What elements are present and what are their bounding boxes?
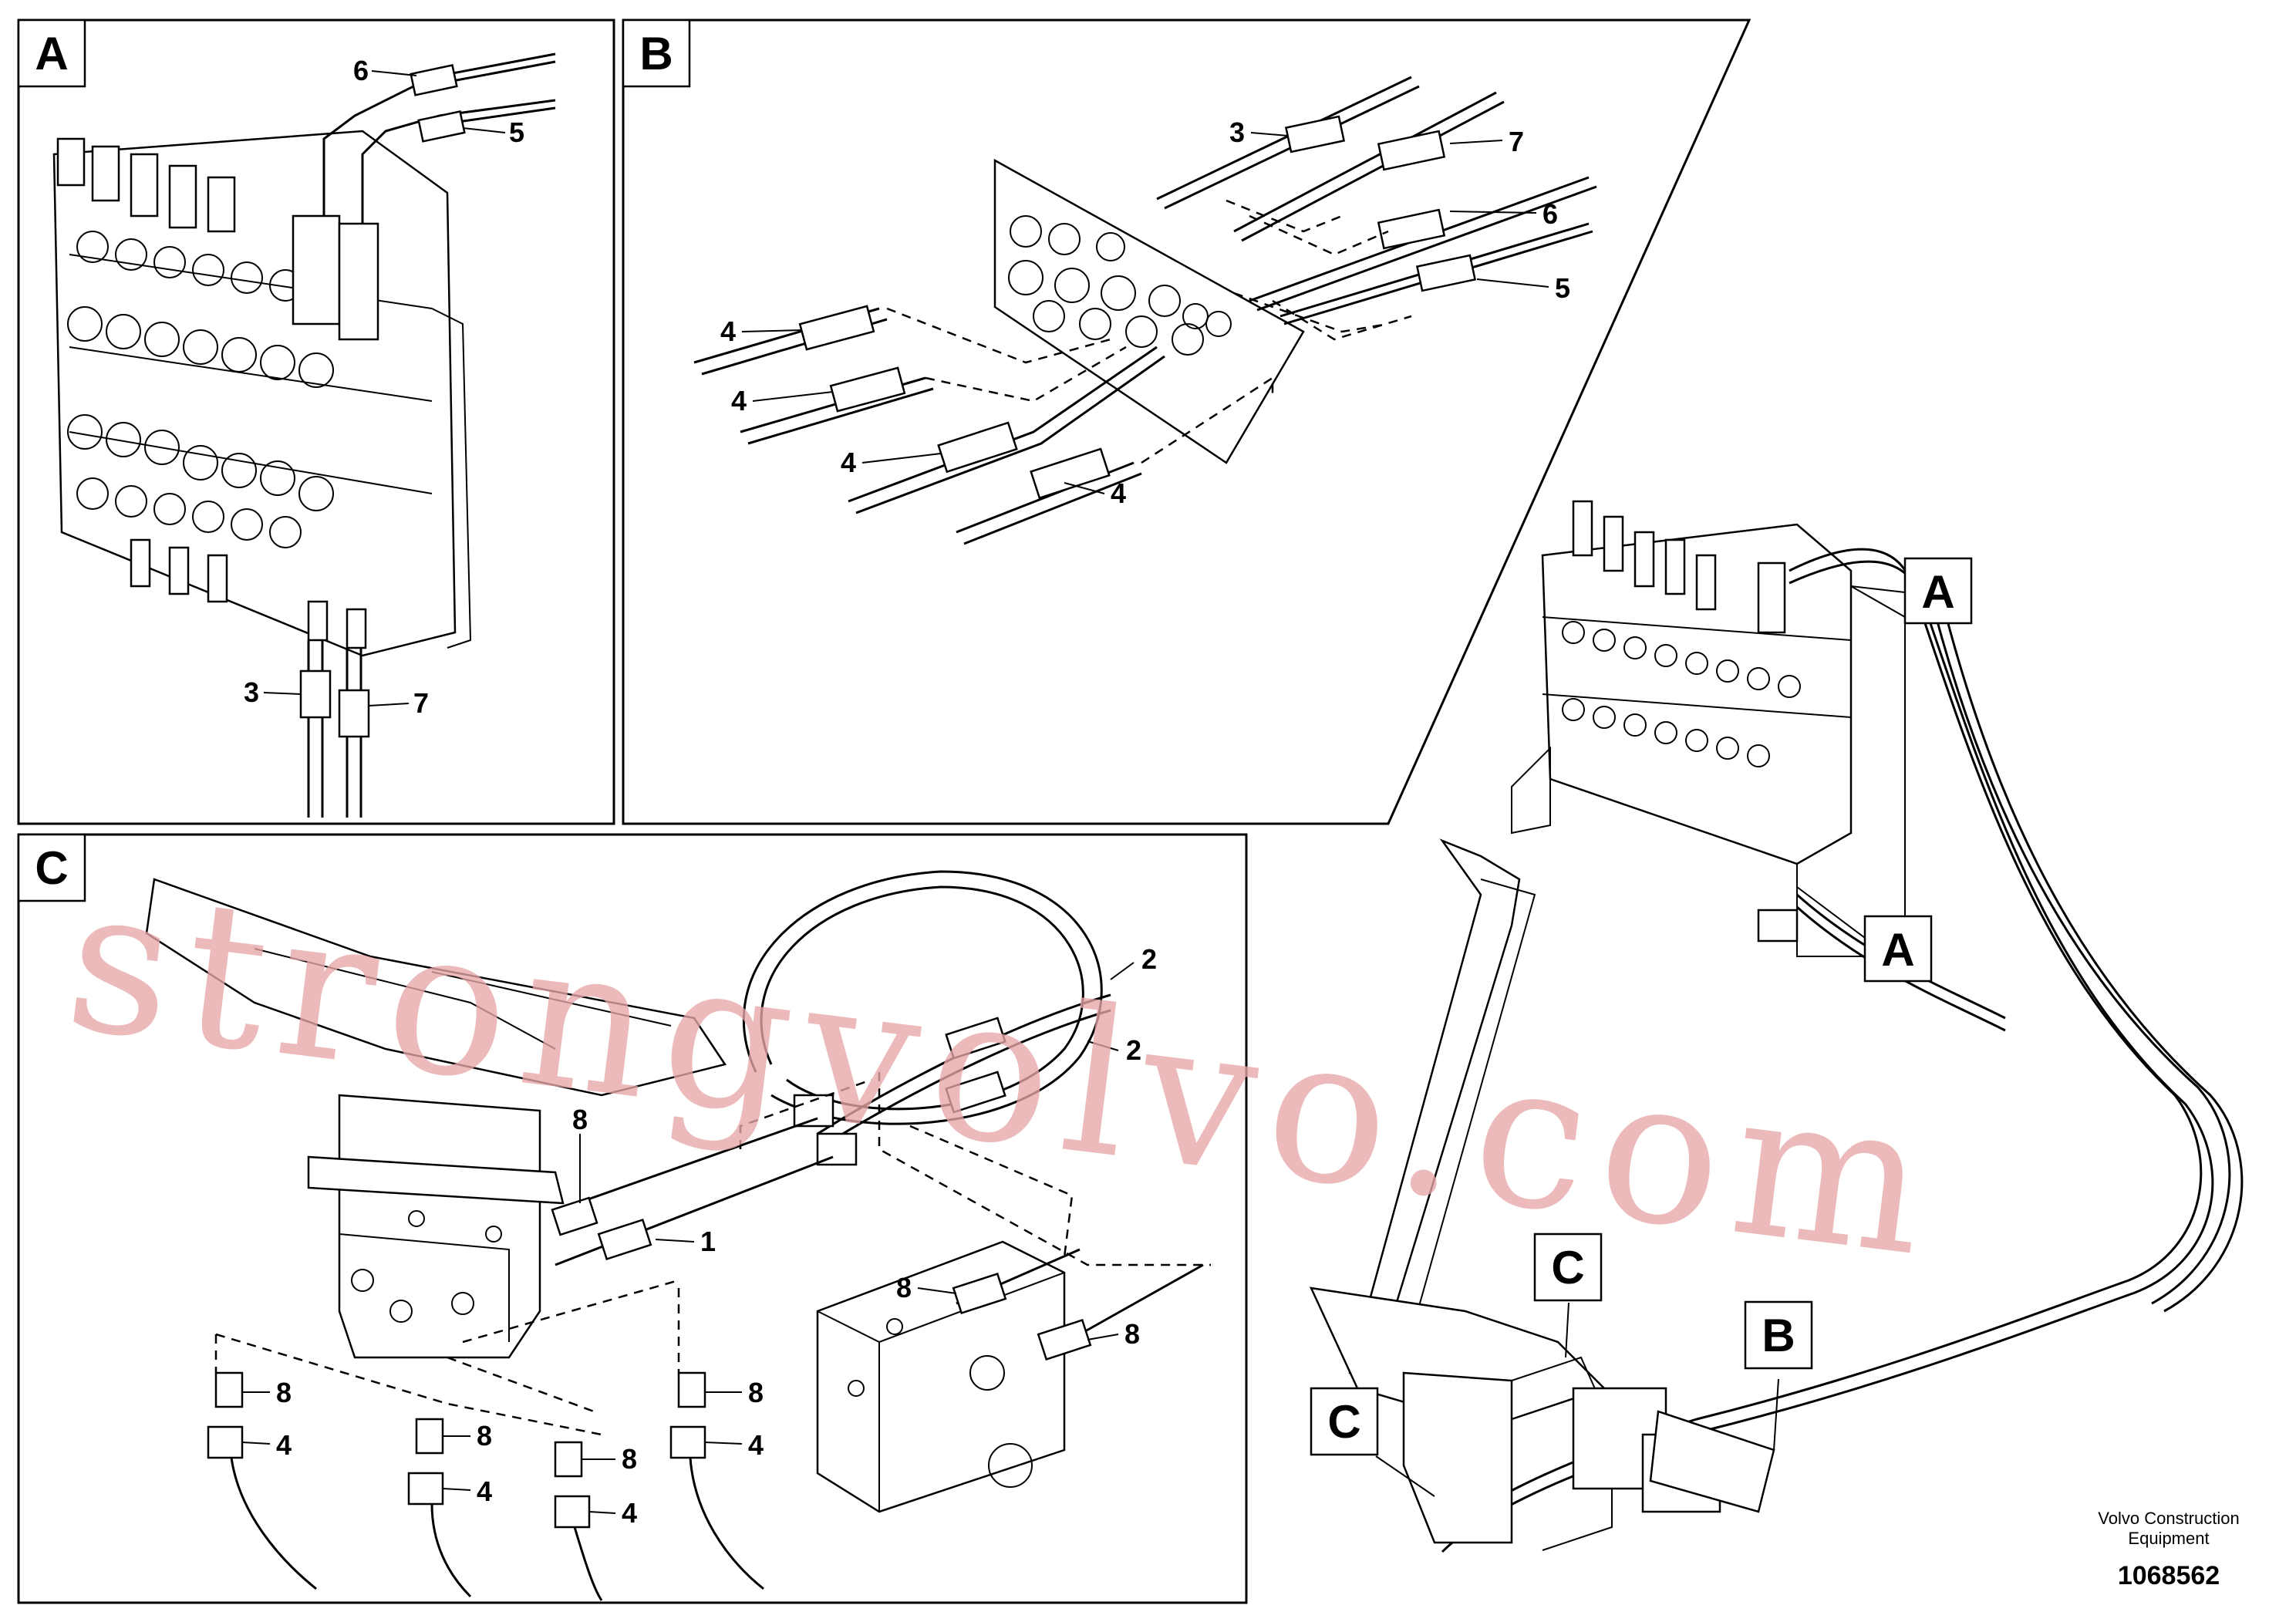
callout-3: 3 [1229,116,1245,148]
drawing-number: 1068562 [2118,1561,2220,1590]
svg-text:C: C [1551,1242,1584,1293]
svg-text:B: B [1762,1310,1795,1361]
callout-6: 6 [1542,198,1558,230]
pedal-valve-detail [145,870,1211,1601]
svg-text:A: A [1881,924,1914,976]
callout-4: 4 [276,1429,292,1461]
panel-label-c: C [17,833,86,902]
callout-8: 8 [276,1377,292,1408]
svg-text:A: A [35,28,68,79]
callout-8: 8 [622,1443,637,1475]
overview-ref-a: A [1903,557,1973,625]
callout-5: 5 [1555,272,1570,304]
svg-text:B: B [639,28,673,79]
company-name-line2: Equipment [2128,1529,2209,1548]
overview-assembly [1309,500,2244,1553]
overview-ref-a: A [1863,915,1933,983]
callout-4: 4 [731,385,747,416]
overview-ref-c: C [1310,1387,1379,1456]
company-name: Volvo Construction [2098,1509,2239,1528]
callout-8: 8 [477,1420,492,1452]
callout-7: 7 [1509,126,1524,157]
callout-2: 2 [1126,1034,1141,1066]
callout-4: 4 [841,447,856,478]
callout-8: 8 [572,1104,588,1135]
callout-4: 4 [748,1429,764,1461]
callout-6: 6 [353,55,369,86]
overview-ref-c: C [1533,1233,1603,1302]
callout-2: 2 [1141,943,1157,975]
callout-8: 8 [1124,1318,1140,1350]
callout-4: 4 [720,315,736,347]
bulkhead-plate-detail [693,76,1597,545]
callout-5: 5 [509,116,524,148]
panel-frames [17,19,1752,1604]
callout-4: 4 [477,1475,492,1507]
callout-3: 3 [244,676,259,708]
control-valve-detail [52,52,556,818]
panel-label-a: A [17,19,86,88]
callout-8: 8 [748,1377,764,1408]
svg-text:C: C [35,842,68,894]
svg-text:A: A [1921,566,1954,618]
callout-1: 1 [700,1226,716,1257]
callout-4: 4 [622,1497,637,1529]
svg-text:C: C [1327,1396,1360,1448]
callout-4: 4 [1111,477,1126,509]
panel-label-b: B [622,19,691,88]
callout-8: 8 [896,1272,912,1303]
callout-7: 7 [413,687,429,719]
overview-ref-b: B [1744,1300,1813,1370]
